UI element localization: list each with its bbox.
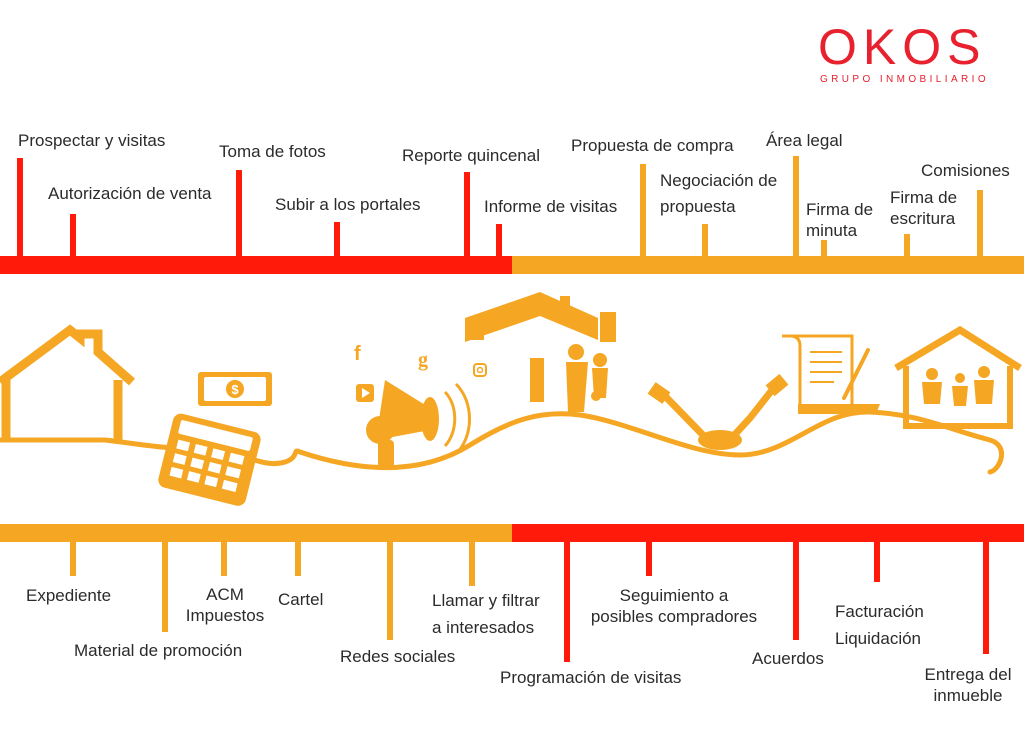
label-subir-portales: Subir a los portales bbox=[275, 195, 421, 214]
label-informe: Informe de visitas bbox=[484, 197, 618, 216]
youtube-icon bbox=[356, 384, 374, 402]
svg-text:$: $ bbox=[231, 382, 239, 397]
tick-programacion bbox=[564, 542, 570, 662]
tick-reporte bbox=[464, 172, 470, 256]
facebook-icon: f bbox=[354, 343, 361, 365]
tick-acuerdos bbox=[793, 542, 799, 640]
label-toma-fotos: Toma de fotos bbox=[219, 142, 326, 161]
label-llamar-2: a interesados bbox=[432, 618, 535, 637]
label-programacion: Programación de visitas bbox=[500, 668, 682, 687]
label-reporte: Reporte quincenal bbox=[402, 146, 540, 165]
label-area-legal: Área legal bbox=[766, 131, 843, 150]
label-prospectar: Prospectar y visitas bbox=[18, 131, 166, 150]
tick-facturacion bbox=[874, 542, 880, 582]
label-material: Material de promoción bbox=[74, 641, 243, 660]
label-comisiones: Comisiones bbox=[921, 161, 1010, 180]
logo-wordmark: OKOS bbox=[818, 19, 987, 75]
house-family-icon bbox=[465, 292, 616, 412]
label-negociacion-2: propuesta bbox=[660, 197, 736, 216]
tick-firma-escritura bbox=[904, 234, 910, 256]
logo-subtitle: GRUPO INMOBILIARIO bbox=[820, 74, 989, 85]
label-firma-escritura-2: escritura bbox=[890, 209, 956, 228]
tick-firma-minuta bbox=[821, 240, 827, 256]
top-bar-orange bbox=[512, 256, 1024, 274]
bottom-bar-orange bbox=[0, 524, 512, 542]
megaphone-icon bbox=[366, 380, 471, 468]
tick-prospectar bbox=[17, 158, 23, 256]
label-seguimiento-1: Seguimiento a bbox=[619, 586, 729, 605]
house-icon bbox=[0, 324, 135, 442]
okos-logo: OKOS GRUPO INMOBILIARIO bbox=[818, 20, 1004, 90]
tick-material bbox=[162, 542, 168, 632]
tick-seguimiento bbox=[646, 542, 652, 576]
happy-house-icon bbox=[894, 325, 1022, 429]
tick-informe bbox=[496, 224, 502, 256]
label-impuestos: Impuestos bbox=[185, 606, 265, 625]
label-acuerdos: Acuerdos bbox=[752, 649, 824, 668]
tick-redes bbox=[387, 542, 393, 640]
tick-expediente bbox=[70, 542, 76, 576]
label-liquidacion: Liquidación bbox=[835, 629, 922, 648]
tick-acm bbox=[221, 542, 227, 576]
tick-area-legal bbox=[793, 156, 799, 256]
label-expediente: Expediente bbox=[26, 586, 112, 605]
money-bill-icon: $ bbox=[198, 372, 272, 406]
tick-toma-fotos bbox=[236, 170, 242, 256]
calculator-icon bbox=[158, 413, 261, 506]
bottom-bar-red bbox=[512, 524, 1024, 542]
label-autorizacion: Autorización de venta bbox=[48, 184, 212, 203]
label-redes: Redes sociales bbox=[340, 647, 456, 666]
label-firma-escritura-1: Firma de bbox=[890, 188, 958, 207]
label-propuesta: Propuesta de compra bbox=[571, 136, 734, 155]
tick-comisiones bbox=[977, 190, 983, 256]
label-acm: ACM bbox=[206, 585, 244, 604]
label-facturacion: Facturación bbox=[835, 602, 924, 621]
handshake-icon bbox=[647, 373, 789, 450]
label-negociacion-1: Negociación de bbox=[660, 171, 778, 190]
top-bar-red bbox=[0, 256, 512, 274]
wavy-path-line bbox=[0, 409, 1004, 475]
tick-negociacion bbox=[702, 224, 708, 256]
tick-subir-portales bbox=[334, 222, 340, 256]
instagram-icon bbox=[473, 363, 487, 377]
contract-icon bbox=[782, 334, 880, 414]
label-cartel: Cartel bbox=[278, 590, 324, 609]
label-entrega-1: Entrega del bbox=[924, 665, 1012, 684]
label-llamar-1: Llamar y filtrar bbox=[432, 591, 540, 610]
label-seguimiento-2: posibles compradores bbox=[590, 607, 758, 626]
label-firma-minuta-1: Firma de bbox=[806, 200, 874, 219]
label-entrega-2: inmueble bbox=[933, 686, 1003, 705]
tick-llamar bbox=[469, 542, 475, 586]
tick-propuesta bbox=[640, 164, 646, 256]
tick-autorizacion bbox=[70, 214, 76, 256]
tick-cartel bbox=[295, 542, 301, 576]
label-firma-minuta-2: minuta bbox=[806, 221, 858, 240]
google-icon: g bbox=[418, 349, 428, 371]
tick-entrega bbox=[983, 542, 989, 654]
